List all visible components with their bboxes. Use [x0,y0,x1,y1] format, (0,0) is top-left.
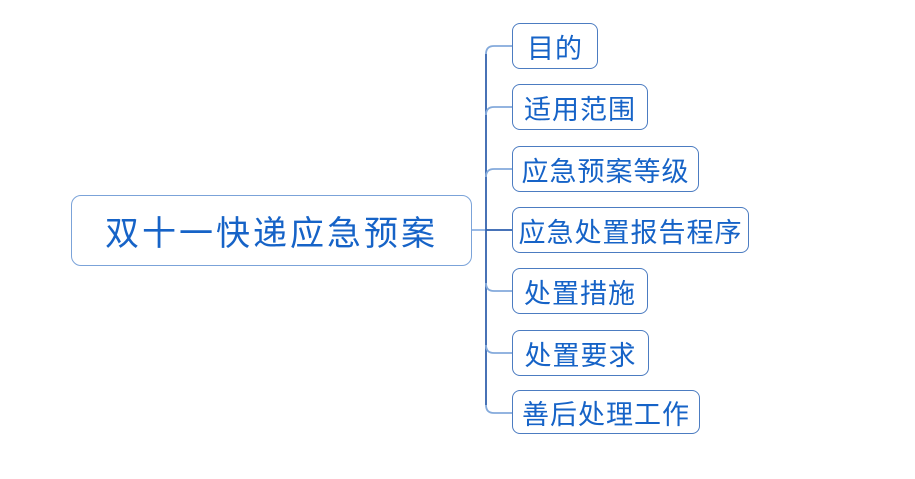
child-node-plan-level[interactable]: 应急预案等级 [512,146,699,192]
branch-line-7 [485,404,512,414]
branch-line-5 [485,282,512,292]
child-node-requirements[interactable]: 处置要求 [512,330,649,376]
child-node-aftermath[interactable]: 善后处理工作 [512,390,700,434]
child-node-measures[interactable]: 处置措施 [512,268,648,314]
branch-line-6 [485,344,512,354]
branch-line-2 [485,106,512,116]
branch-line-3 [485,168,512,178]
child-node-report-procedure[interactable]: 应急处置报告程序 [512,207,749,253]
child-node-purpose[interactable]: 目的 [512,23,598,69]
child-node-scope[interactable]: 适用范围 [512,84,648,130]
branch-line-1 [485,45,512,55]
root-node[interactable]: 双十一快递应急预案 [71,195,472,266]
